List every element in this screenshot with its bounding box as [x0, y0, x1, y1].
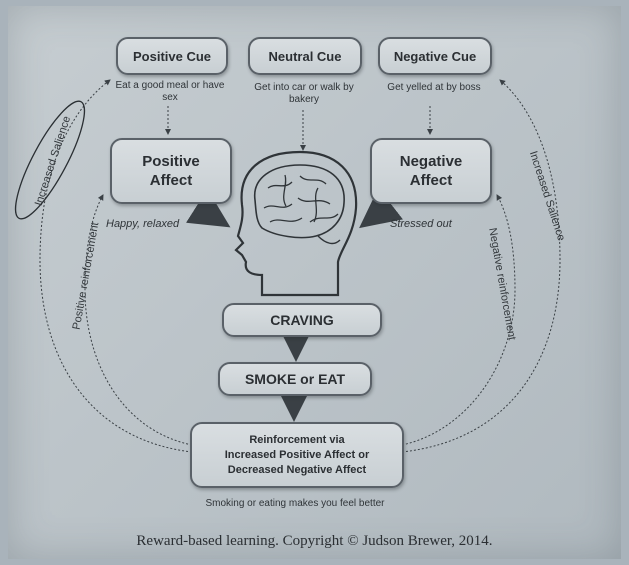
figure-caption: Reward-based learning. Copyright © Judso… [136, 533, 493, 549]
negative-affect-line1: Negative [399, 153, 463, 170]
brain-head-icon [234, 150, 358, 297]
positive-cue-box: Positive Cue [116, 37, 228, 75]
craving-box: CRAVING [222, 303, 382, 337]
reinforcement-box: Reinforcement via Increased Positive Aff… [190, 422, 404, 488]
negative-affect-line2: Affect [409, 172, 453, 189]
smoke-or-eat-box: SMOKE or EAT [218, 362, 372, 396]
reinforcement-note: Smoking or eating makes you feel better [205, 498, 385, 509]
negative-cue-example: Get yelled at by boss [387, 82, 481, 93]
positive-affect-arrow [185, 189, 231, 228]
negative-cue-label: Negative Cue [393, 48, 477, 64]
positive-cue-label: Positive Cue [132, 48, 212, 64]
craving-label: CRAVING [270, 312, 334, 328]
neutral-cue-label: Neutral Cue [268, 48, 342, 64]
salience-pen-circle [14, 100, 86, 220]
neutral-cue-box: Neutral Cue [248, 37, 362, 75]
left-outer-loop [39, 79, 193, 453]
negative-affect-state: Stressed out [390, 218, 452, 230]
neutral-cue-example: Get into car or walk by bakery [254, 82, 354, 105]
negative-affect-arrow [359, 187, 403, 229]
reinforcement-line2: Increased Positive Affect or [224, 448, 370, 461]
left-inner-loop [84, 194, 193, 446]
smoke-or-eat-label: SMOKE or EAT [244, 371, 346, 387]
negative-affect-box: Negative Affect [370, 138, 492, 204]
reinforcement-line3: Decreased Negative Affect [227, 463, 367, 476]
positive-affect-line1: Positive [142, 153, 200, 170]
right-outer-loop [401, 79, 561, 453]
positive-affect-state: Happy, relaxed [106, 218, 180, 230]
right-inner-loop [401, 194, 516, 446]
reinforcement-line1: Reinforcement via [249, 433, 345, 446]
negative-cue-box: Negative Cue [378, 37, 492, 75]
positive-affect-line2: Affect [149, 172, 193, 189]
positive-affect-box: Positive Affect [110, 138, 232, 204]
positive-cue-example: Eat a good meal or have sex [115, 80, 225, 103]
